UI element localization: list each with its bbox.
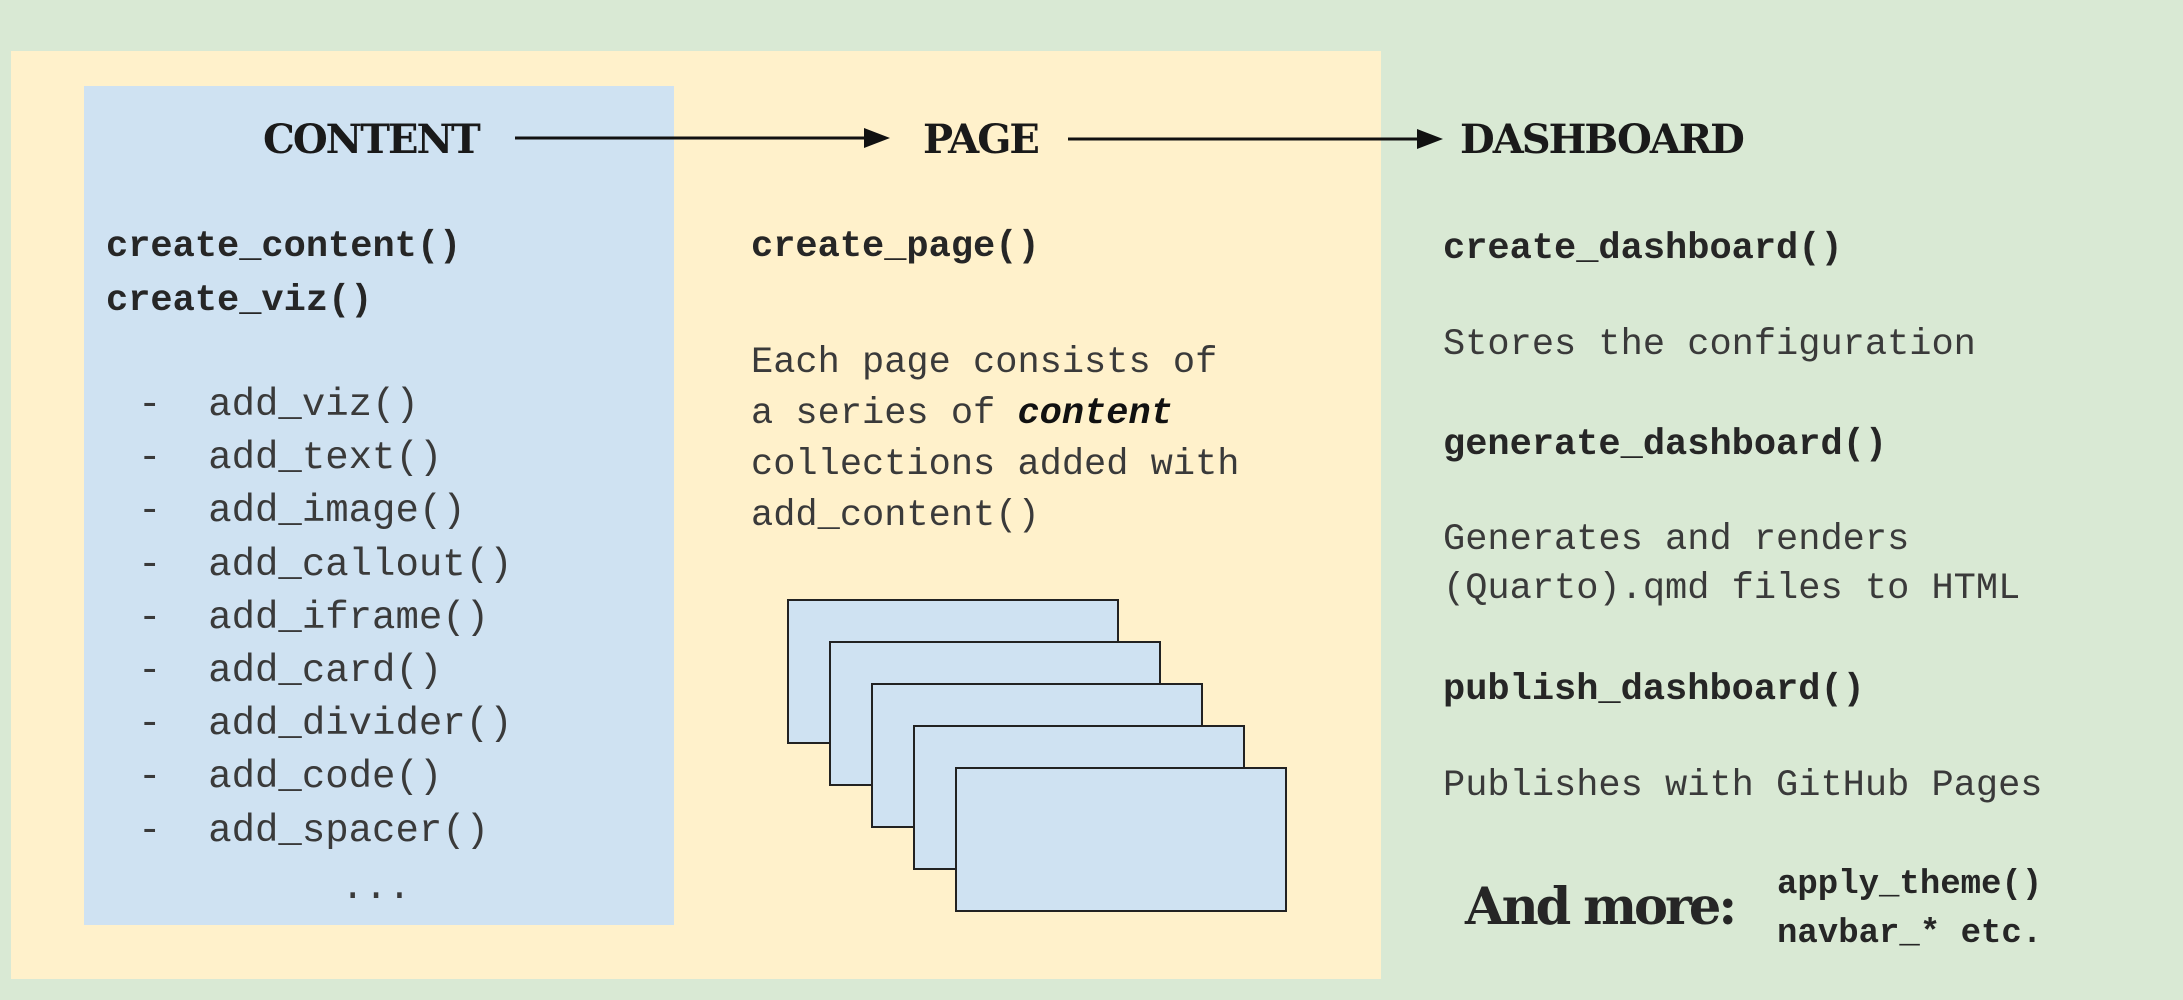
item-label: add_divider() (208, 702, 513, 747)
bullet: - (138, 808, 162, 853)
list-item: - add_divider() (138, 698, 512, 751)
list-item: - add_text() (138, 432, 512, 485)
item-label: add_text() (208, 436, 443, 481)
bullet: - (138, 649, 162, 694)
generate-dashboard-description: Generates and renders (Quarto).qmd files… (1443, 516, 2020, 614)
create-dashboard-description: Stores the configuration (1443, 324, 1976, 366)
more-items-ellipsis: ... (341, 866, 412, 910)
content-emphasis: content (1017, 393, 1173, 435)
list-item: - add_iframe() (138, 592, 512, 645)
publish-dashboard-function: publish_dashboard() (1443, 669, 1865, 711)
create-dashboard-function: create_dashboard() (1443, 228, 1843, 270)
page-card (955, 767, 1287, 912)
page-heading: PAGE (923, 116, 1040, 163)
item-label: add_callout() (208, 542, 513, 587)
item-label: add_viz() (208, 383, 419, 427)
content-stage-panel (84, 86, 674, 925)
list-item: - add_callout() (138, 539, 512, 592)
content-heading: CONTENT (263, 116, 481, 163)
navbar-functions: navbar_* etc. (1777, 915, 2043, 953)
bullet: - (138, 383, 162, 427)
item-label: add_card() (208, 649, 443, 694)
page-to-dashboard-arrow (1068, 129, 1443, 149)
bullet: - (138, 595, 162, 640)
stacked-pages-illustration (787, 599, 1287, 912)
page-description-line: Each page consists of (751, 342, 1218, 384)
item-label: add_image() (208, 489, 466, 534)
item-label: add_code() (208, 755, 443, 800)
list-item: - add_code() (138, 751, 512, 804)
bullet: - (138, 542, 162, 587)
page-description-line: collections added with (751, 444, 1240, 486)
item-label: add_iframe() (208, 595, 490, 640)
page-description-line: a series of content (751, 393, 1173, 435)
list-item: - add_viz() (138, 379, 512, 432)
content-items-list: - add_viz() - add_text() - add_image() -… (138, 379, 512, 858)
bullet: - (138, 755, 162, 800)
dashboard-heading: DASHBOARD (1460, 116, 1745, 163)
generate-description-line: (Quarto).qmd files to HTML (1443, 568, 2021, 610)
page-description: Each page consists of a series of conten… (751, 338, 1239, 542)
list-item: - add_card() (138, 645, 512, 698)
and-more-label: And more: (1465, 877, 1737, 937)
generate-description-line: Generates and renders (1443, 519, 1910, 561)
bullet: - (138, 702, 162, 747)
content-to-page-arrow (515, 128, 890, 148)
bullet: - (138, 436, 162, 481)
create-viz-function: create_viz() (106, 280, 373, 322)
item-label: add_spacer() (208, 808, 490, 853)
publish-dashboard-description: Publishes with GitHub Pages (1443, 765, 2043, 807)
bullet: - (138, 489, 162, 534)
create-page-function: create_page() (751, 226, 1040, 268)
generate-dashboard-function: generate_dashboard() (1443, 424, 1888, 466)
apply-theme-function: apply_theme() (1777, 866, 2043, 904)
list-item: - add_image() (138, 485, 512, 538)
list-item: - add_spacer() (138, 805, 512, 858)
create-content-function: create_content() (106, 226, 462, 268)
page-description-line: add_content() (751, 495, 1040, 537)
